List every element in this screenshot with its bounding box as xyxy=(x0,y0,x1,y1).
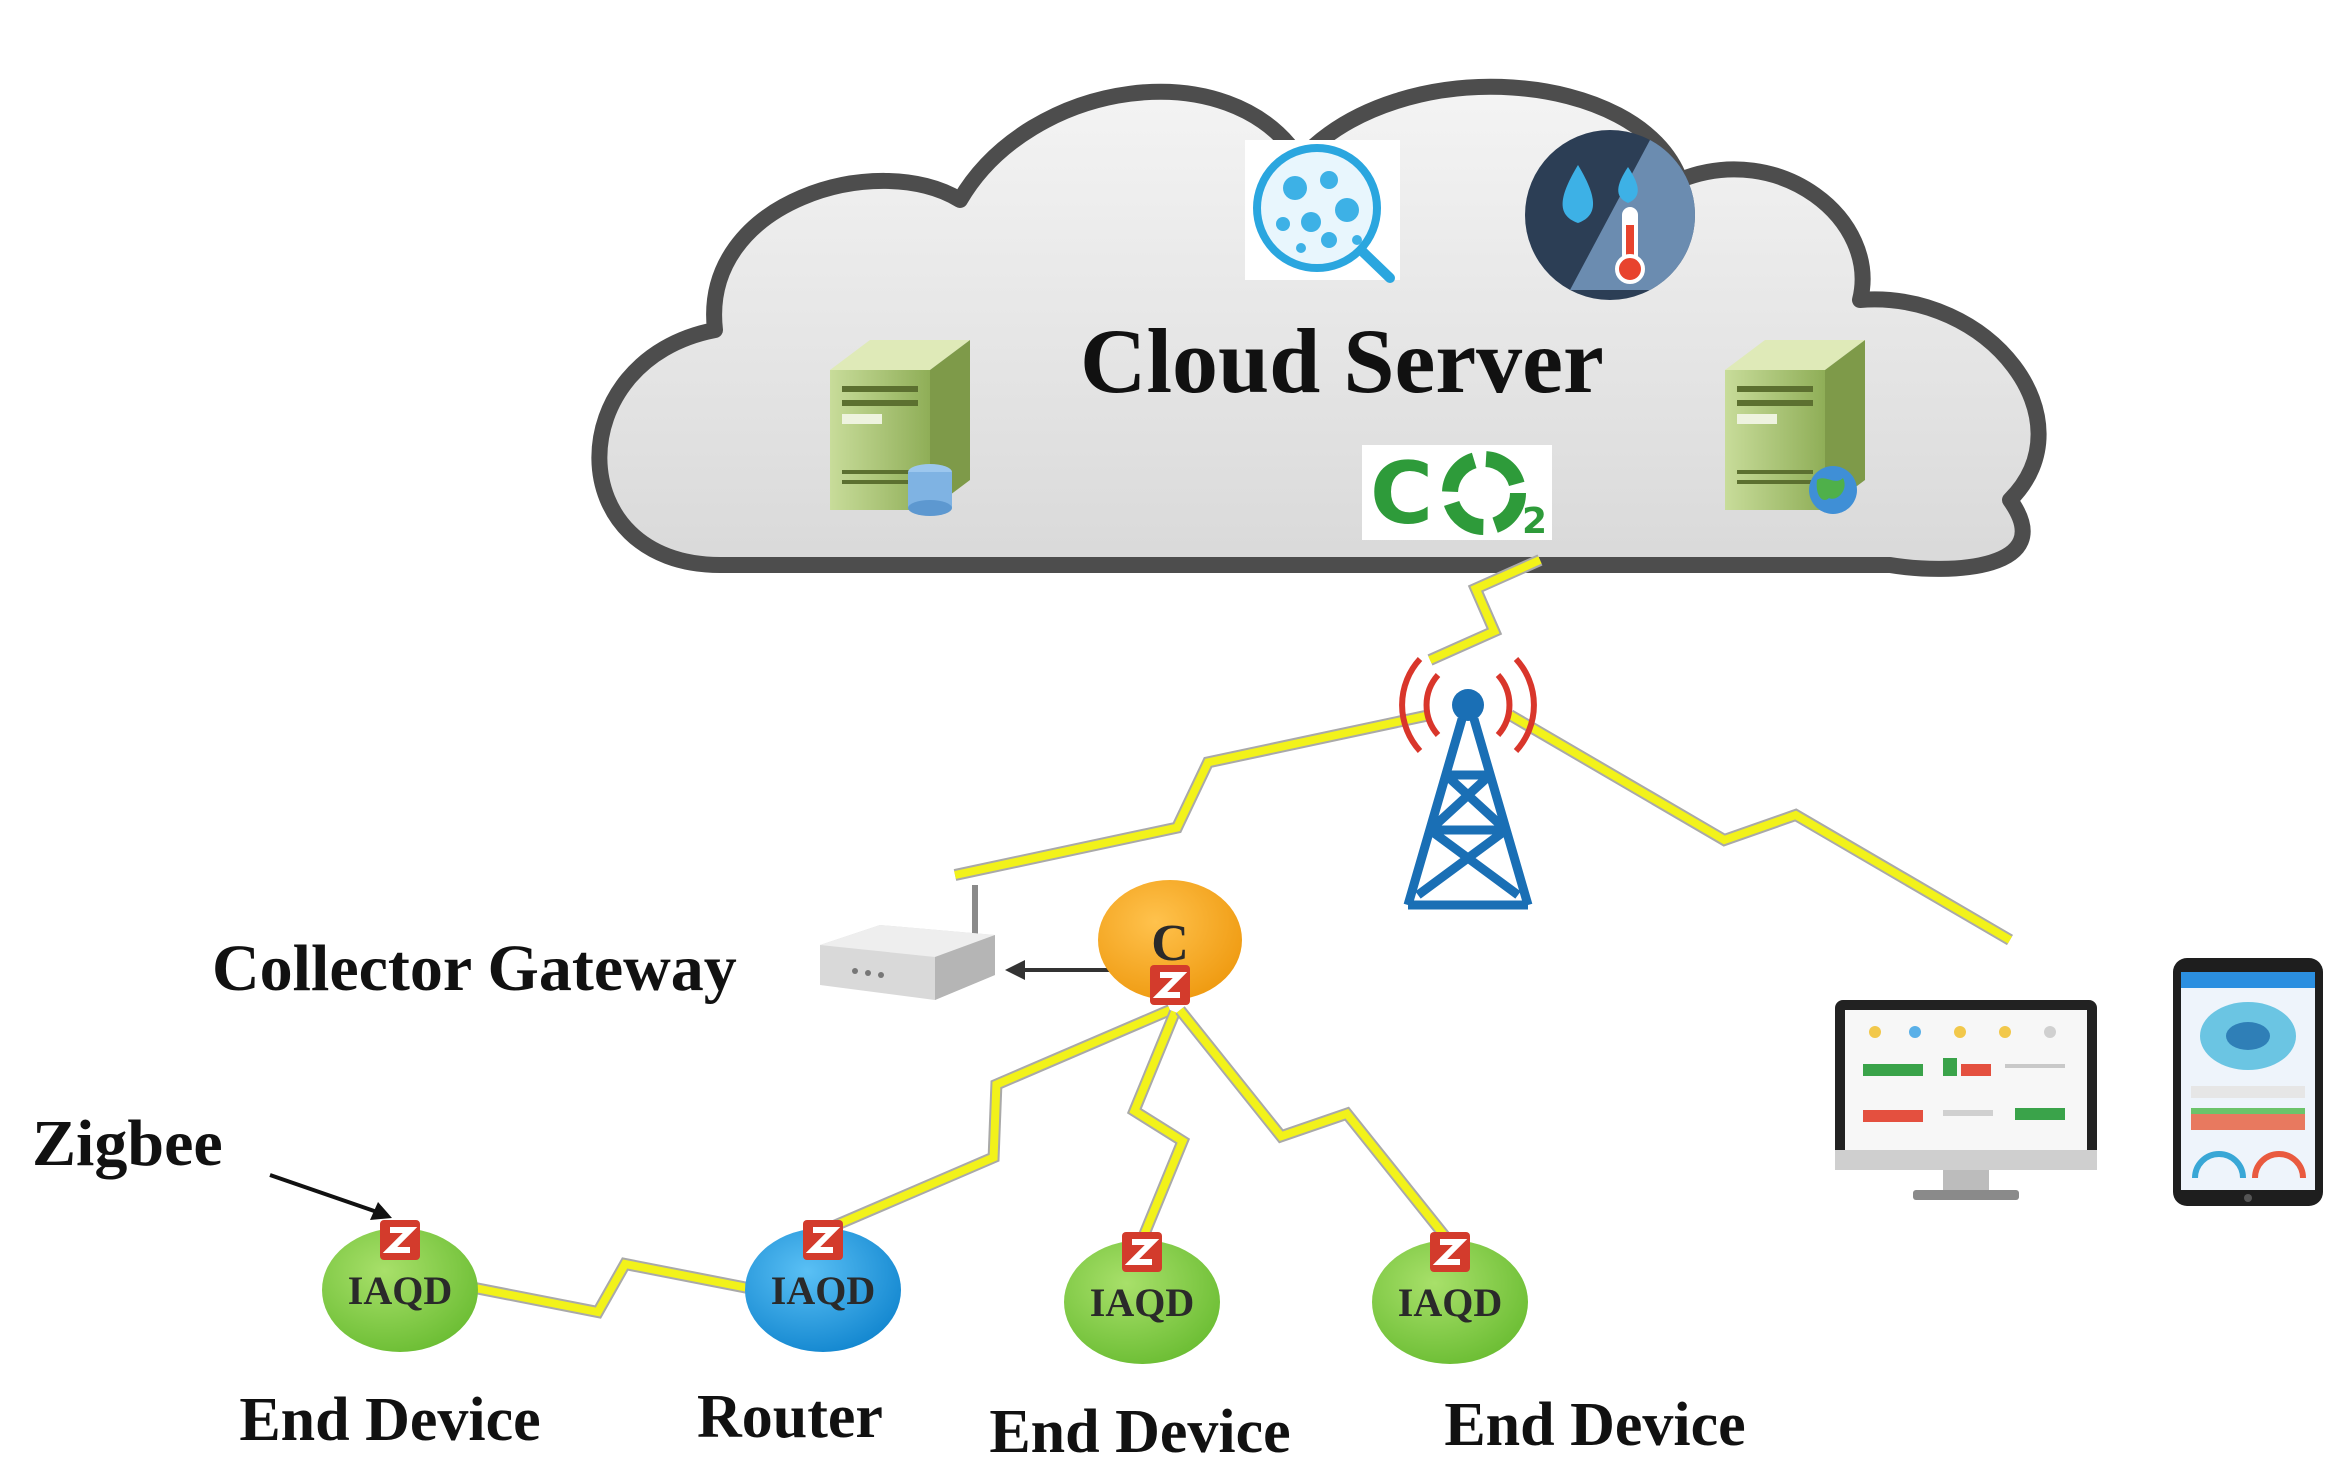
zigbee-pointer-arrow xyxy=(269,1173,392,1220)
coordinator-letter: C xyxy=(1151,915,1189,972)
cloud-tower-link xyxy=(1428,556,1542,664)
iaqd-label: IAQD xyxy=(348,1268,452,1313)
coordinator-end-device-link-2 xyxy=(1176,1007,1452,1243)
coordinator-end-device-link xyxy=(1129,1010,1188,1242)
iaqd-end-device-node: IAQD xyxy=(322,1220,478,1352)
tower-dashboard-link xyxy=(1507,711,2013,944)
node-role-label-end-device: End Device xyxy=(989,1398,1290,1466)
co2-letter-c: C xyxy=(1370,444,1433,544)
coordinator-node: C xyxy=(1098,880,1242,1005)
iaqd-label: IAQD xyxy=(1090,1280,1194,1325)
coordinator-router-link xyxy=(818,1006,1172,1236)
collector-gateway-label: Collector Gateway xyxy=(212,932,737,1005)
iaqd-label: IAQD xyxy=(771,1268,875,1313)
node-role-label-end-device: End Device xyxy=(1444,1391,1745,1459)
particulate-matter-icon xyxy=(1245,140,1400,283)
zigbee-label: Zigbee xyxy=(32,1107,223,1180)
zigbee-logo-icon xyxy=(1150,965,1190,1005)
node-role-label-end-device: End Device xyxy=(239,1386,540,1454)
co2-subscript: 2 xyxy=(1522,501,1547,542)
iaqd-end-device-node: IAQD xyxy=(1372,1232,1528,1364)
iaqd-end-device-node: IAQD xyxy=(1064,1232,1220,1364)
node-role-label-router: Router xyxy=(697,1383,883,1451)
wireless-links xyxy=(473,554,2014,1319)
co2-icon: C 2 xyxy=(1362,444,1552,544)
database-server-icon xyxy=(830,340,970,516)
cloud-server-title: Cloud Server xyxy=(1080,310,1604,412)
tower-gateway-link xyxy=(954,711,1431,879)
cell-tower-icon xyxy=(1399,656,1537,910)
smartphone-app-icon xyxy=(2173,958,2323,1206)
monitor-dashboard-icon xyxy=(1835,1000,2097,1200)
collector-gateway-device xyxy=(820,885,995,1000)
iaqd-label: IAQD xyxy=(1398,1280,1502,1325)
router-end-device-link xyxy=(474,1259,749,1317)
humidity-temperature-icon xyxy=(1525,130,1695,300)
iaqd-router-node: IAQD xyxy=(745,1220,901,1352)
web-server-icon xyxy=(1725,340,1865,514)
